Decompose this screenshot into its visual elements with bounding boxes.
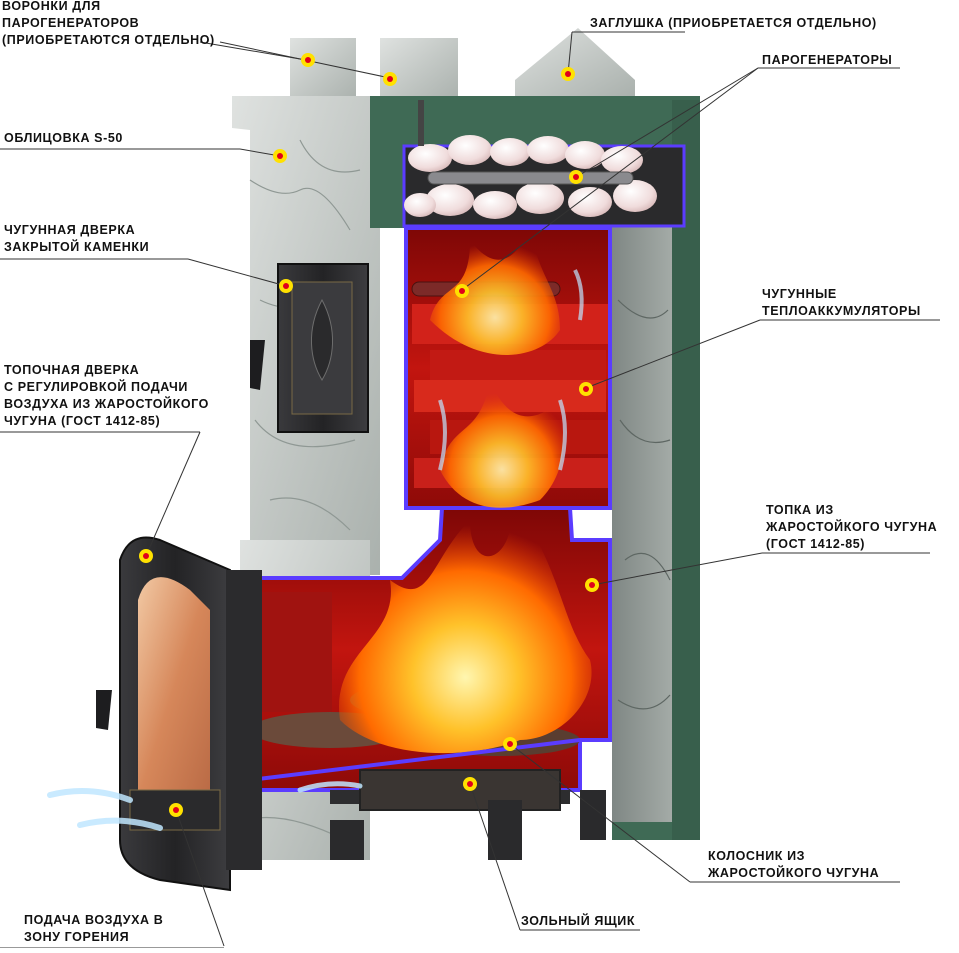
- marker-steam-gen-2: [455, 284, 469, 298]
- label-fire-door-line-3: ВОЗДУХА ИЗ ЖАРОСТОЙКОГО: [4, 397, 209, 411]
- label-firebox-line-2: ЖАРОСТОЙКОГО ЧУГУНА: [766, 520, 938, 534]
- label-firebox: ТОПКА ИЗ ЖАРОСТОЙКОГО ЧУГУНА (ГОСТ 1412-…: [766, 502, 937, 553]
- label-accumulators: ЧУГУННЫЕ ТЕПЛОАККУМУЛЯТОРЫ: [762, 286, 921, 320]
- label-steam-gen: ПАРОГЕНЕРАТОРЫ: [762, 52, 892, 69]
- legs: [330, 790, 606, 860]
- marker-funnel-2: [383, 72, 397, 86]
- label-funnels-line-3: (ПРИОБРЕТАЮТСЯ ОТДЕЛЬНО): [2, 33, 215, 47]
- label-grate: КОЛОСНИК ИЗ ЖАРОСТОЙКОГО ЧУГУНА: [708, 848, 879, 882]
- label-cladding: ОБЛИЦОВКА S-50: [4, 130, 123, 147]
- label-fire-door-line-2: С РЕГУЛИРОВКОЙ ПОДАЧИ: [4, 380, 188, 394]
- label-heater-door-line-2: ЗАКРЫТОЙ КАМЕНКИ: [4, 240, 150, 254]
- marker-grate: [503, 737, 517, 751]
- label-accumulators-line-1: ЧУГУННЫЕ: [762, 287, 837, 301]
- label-air-supply: ПОДАЧА ВОЗДУХА В ЗОНУ ГОРЕНИЯ: [24, 912, 163, 946]
- heater-door: [250, 263, 369, 433]
- marker-funnel-1: [301, 53, 315, 67]
- sauna-stones: [404, 135, 657, 219]
- marker-fire-door: [139, 549, 153, 563]
- label-air-supply-line-1: ПОДАЧА ВОЗДУХА В: [24, 913, 164, 927]
- marker-steam-gen-1: [569, 170, 583, 184]
- label-funnels: ВОРОНКИ ДЛЯ ПАРОГЕНЕРАТОРОВ (ПРИОБРЕТАЮТ…: [2, 0, 215, 49]
- label-air-supply-line-2: ЗОНУ ГОРЕНИЯ: [24, 930, 130, 944]
- label-ash-box-line-1: ЗОЛЬНЫЙ ЯЩИК: [521, 914, 636, 928]
- label-steam-gen-line-1: ПАРОГЕНЕРАТОРЫ: [762, 53, 893, 67]
- label-plug-line-1: ЗАГЛУШКА (ПРИОБРЕТАЕТСЯ ОТДЕЛЬНО): [590, 16, 877, 30]
- label-plug: ЗАГЛУШКА (ПРИОБРЕТАЕТСЯ ОТДЕЛЬНО): [590, 15, 877, 32]
- ash-box: [359, 769, 561, 811]
- label-fire-door: ТОПОЧНАЯ ДВЕРКА С РЕГУЛИРОВКОЙ ПОДАЧИ ВО…: [4, 362, 209, 430]
- label-funnels-line-2: ПАРОГЕНЕРАТОРОВ: [2, 16, 140, 30]
- label-fire-door-line-4: ЧУГУНА (ГОСТ 1412-85): [4, 414, 161, 428]
- label-fire-door-line-1: ТОПОЧНАЯ ДВЕРКА: [4, 363, 140, 377]
- marker-accumulators: [579, 382, 593, 396]
- marker-firebox: [585, 578, 599, 592]
- label-heater-door: ЧУГУННАЯ ДВЕРКА ЗАКРЫТОЙ КАМЕНКИ: [4, 222, 149, 256]
- label-heater-door-line-1: ЧУГУННАЯ ДВЕРКА: [4, 223, 136, 237]
- marker-cladding: [273, 149, 287, 163]
- label-cladding-line-1: ОБЛИЦОВКА S-50: [4, 131, 123, 145]
- label-firebox-line-3: (ГОСТ 1412-85): [766, 537, 866, 551]
- marker-heater-door: [279, 279, 293, 293]
- label-grate-line-1: КОЛОСНИК ИЗ: [708, 849, 806, 863]
- label-grate-line-2: ЖАРОСТОЙКОГО ЧУГУНА: [708, 866, 880, 880]
- stone-funnels: [290, 28, 635, 100]
- label-ash-box: ЗОЛЬНЫЙ ЯЩИК: [521, 913, 635, 930]
- label-funnels-line-1: ВОРОНКИ ДЛЯ: [2, 0, 101, 13]
- label-accumulators-line-2: ТЕПЛОАККУМУЛЯТОРЫ: [762, 304, 921, 318]
- label-firebox-line-1: ТОПКА ИЗ: [766, 503, 834, 517]
- flames: [339, 230, 592, 754]
- callout-markers: [139, 53, 599, 817]
- marker-ash-box: [463, 777, 477, 791]
- marker-air-supply: [169, 803, 183, 817]
- air-flow: [47, 269, 584, 831]
- fire-door: [96, 536, 262, 892]
- marker-plug: [561, 67, 575, 81]
